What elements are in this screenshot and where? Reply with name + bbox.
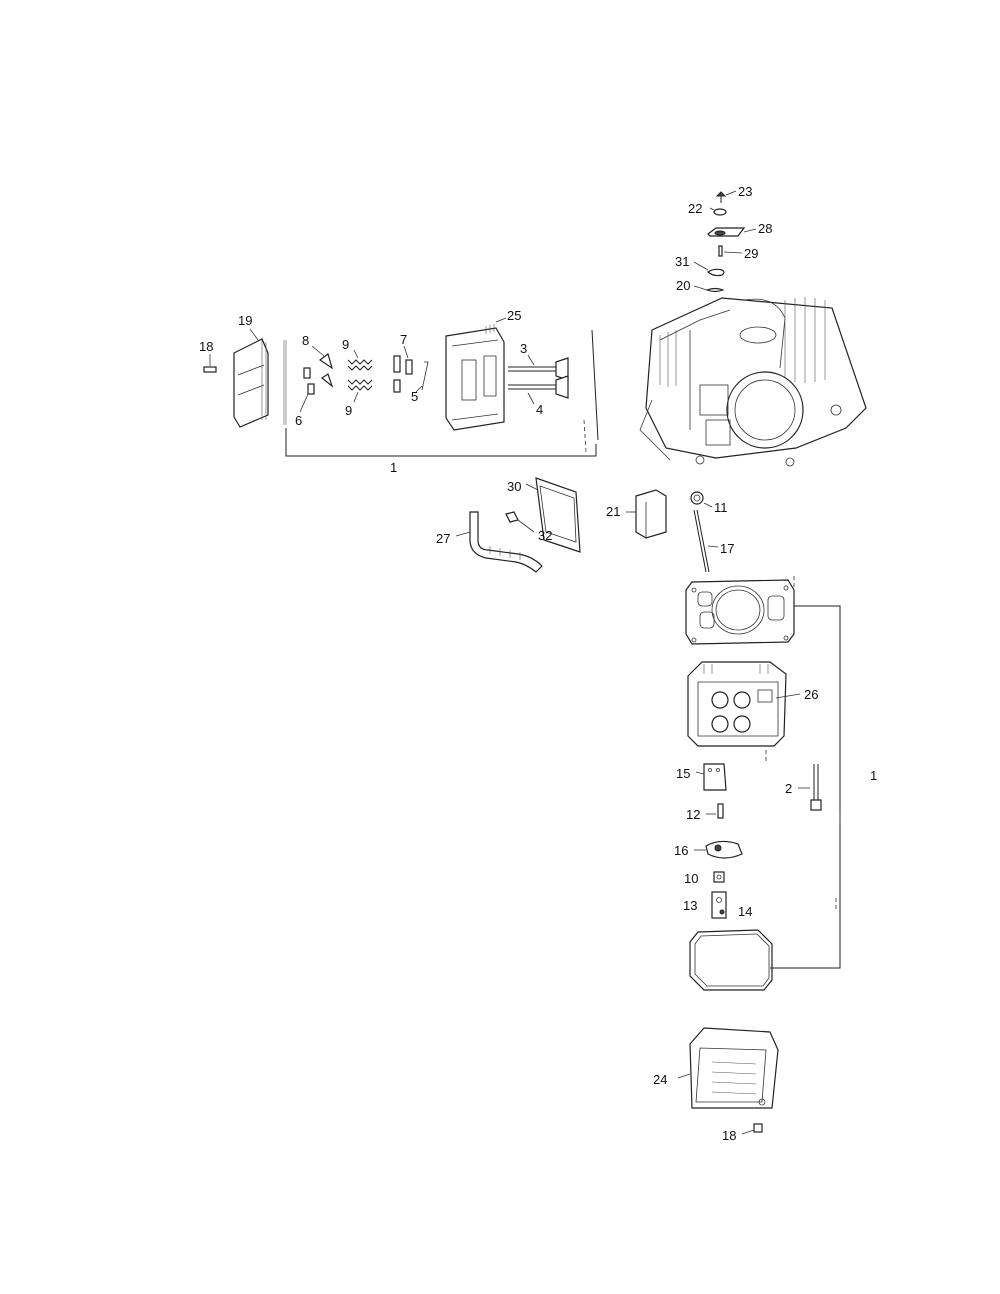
part-22-washer [709,207,727,216]
callout-10: 10 [684,871,698,886]
callout-9-bottom: 9 [345,403,352,418]
part-15-plate [695,763,727,791]
breather-assembly [455,477,719,573]
bracket-line-1-left [285,428,597,457]
cylinder-head-column [677,576,841,1135]
part-13-guide [711,891,727,919]
callout-18-top: 18 [199,339,213,354]
part-11-pushrod-cap [690,491,713,508]
part-16-rocker-arm [694,840,743,859]
callout-14: 14 [738,904,752,919]
callout-labels: 23 22 28 29 31 20 19 18 8 9 9 7 5 6 25 3… [199,184,877,1143]
callout-22: 22 [688,201,702,216]
callout-1-left: 1 [390,460,397,475]
part-31-clip [693,261,725,277]
part-4-exhaust-valve [508,375,569,405]
gasket-strip [283,340,287,425]
part-3-intake-valve [508,354,569,381]
part-27-breather-tube [455,511,543,573]
callout-18-bottom: 18 [722,1128,736,1143]
cover-gasket [689,929,773,991]
callout-31: 31 [675,254,689,269]
callout-26: 26 [804,687,818,702]
part-7-retainers [393,345,413,393]
callout-16: 16 [674,843,688,858]
callout-20: 20 [676,278,690,293]
callout-32: 32 [538,528,552,543]
part-17-pushrod [693,509,719,573]
bracket-line-1-right [770,576,841,969]
part-26-cylinder-head [687,661,801,764]
callout-9-top: 9 [342,337,349,352]
callout-4: 4 [536,402,543,417]
callout-15: 15 [676,766,690,781]
part-18b-bolt [741,1123,763,1135]
part-10-nut [713,871,725,883]
part-32-fitting [505,511,535,533]
callout-12: 12 [686,807,700,822]
callout-30: 30 [507,479,521,494]
part-12-stud [706,803,724,819]
callout-1-right: 1 [870,768,877,783]
callout-23: 23 [738,184,752,199]
callout-3: 3 [520,341,527,356]
callout-5: 5 [411,389,418,404]
callout-17: 17 [720,541,734,556]
part-14-lock [719,909,725,915]
callout-28: 28 [758,221,772,236]
part-29-pin [718,245,743,257]
callout-27: 27 [436,531,450,546]
callout-2: 2 [785,781,792,796]
part-19-cover [233,328,269,428]
part-23-screw [715,190,737,203]
valve-cover-assembly [203,317,599,457]
part-18-bolt [203,354,217,373]
callout-6: 6 [295,413,302,428]
part-21-block [626,489,667,539]
callout-11: 11 [714,500,728,515]
part-25-rocker-housing [445,317,507,431]
part-6-seals [299,367,315,413]
callout-19: 19 [238,313,252,328]
callout-24: 24 [653,1072,667,1087]
callout-25: 25 [507,308,521,323]
part-2-head-bolt [798,764,822,811]
head-gasket-edge [583,329,599,453]
head-gasket [685,579,795,645]
callout-13: 13 [683,898,697,913]
callout-8: 8 [302,333,309,348]
callout-7: 7 [400,332,407,347]
hardware-stack [693,190,757,293]
part-28-plate [707,227,757,237]
engine-block [639,297,867,467]
part-30-gasket-plate [525,477,581,553]
part-5-pin [415,361,429,393]
part-24-valve-cover [677,1027,779,1109]
part-8-valve-keepers [311,345,334,388]
callout-21: 21 [606,504,620,519]
part-9-springs [347,349,373,403]
callout-29: 29 [744,246,758,261]
part-20-ring [693,285,725,293]
